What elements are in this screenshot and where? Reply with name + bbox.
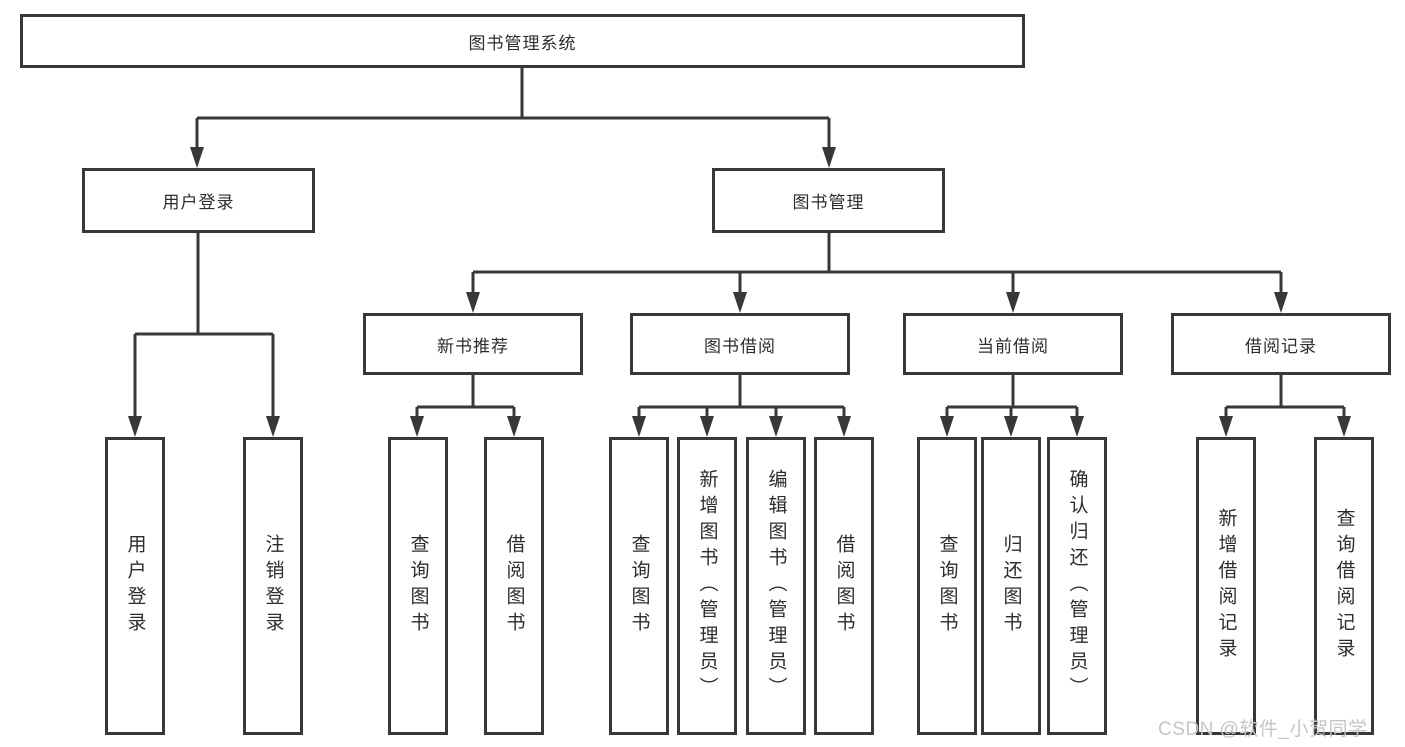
node-user-login-module: 用户登录 (82, 168, 315, 233)
leaf-add-borrow-record-label: 新增借阅记录 (1215, 508, 1237, 664)
leaf-borrow-books-label: 借阅图书 (503, 534, 525, 638)
leaf-return-books-label: 归还图书 (1000, 534, 1022, 638)
leaf-return-books: 归还图书 (981, 437, 1041, 735)
leaf-query-borrow-record: 查询借阅记录 (1314, 437, 1374, 735)
leaf-query-books-label: 查询图书 (936, 534, 958, 638)
leaf-add-borrow-record: 新增借阅记录 (1196, 437, 1256, 735)
node-root-system: 图书管理系统 (20, 14, 1025, 68)
leaf-user-login: 用户登录 (105, 437, 165, 735)
node-book-management-label: 图书管理 (792, 193, 865, 212)
node-book-management-module: 图书管理 (712, 168, 945, 233)
leaf-query-books-label: 查询图书 (407, 534, 429, 638)
leaf-borrow-books: 借阅图书 (814, 437, 874, 735)
node-user-login-label: 用户登录 (162, 193, 235, 212)
node-borrowing-records: 借阅记录 (1171, 313, 1391, 375)
leaf-user-login-label: 用户登录 (124, 534, 146, 638)
leaf-query-books: 查询图书 (917, 437, 977, 735)
leaf-add-books-admin: 新增图书（管理员） (677, 437, 737, 735)
leaf-borrow-books-label: 借阅图书 (833, 534, 855, 638)
node-book-borrowing: 图书借阅 (630, 313, 850, 375)
node-current-borrowing: 当前借阅 (903, 313, 1123, 375)
csdn-watermark: CSDN @软件_小贺同学 (1158, 719, 1368, 740)
node-book-borrowing-label: 图书借阅 (704, 336, 776, 356)
node-root-label: 图书管理系统 (468, 33, 577, 53)
node-new-book-recommend-label: 新书推荐 (437, 336, 509, 356)
leaf-logout: 注销登录 (243, 437, 303, 735)
node-borrowing-records-label: 借阅记录 (1245, 336, 1317, 356)
leaf-edit-books-admin-label: 编辑图书（管理员） (765, 469, 787, 703)
leaf-query-books-label: 查询图书 (628, 534, 650, 638)
node-new-book-recommend: 新书推荐 (363, 313, 583, 375)
leaf-confirm-return-admin-label: 确认归还（管理员） (1066, 469, 1088, 703)
leaf-confirm-return-admin: 确认归还（管理员） (1047, 437, 1107, 735)
leaf-logout-label: 注销登录 (262, 534, 284, 638)
leaf-query-books: 查询图书 (609, 437, 669, 735)
node-current-borrowing-label: 当前借阅 (977, 336, 1049, 356)
leaf-add-books-admin-label: 新增图书（管理员） (696, 469, 718, 703)
leaf-query-borrow-record-label: 查询借阅记录 (1333, 508, 1355, 664)
leaf-query-books: 查询图书 (388, 437, 448, 735)
leaf-edit-books-admin: 编辑图书（管理员） (746, 437, 806, 735)
leaf-borrow-books: 借阅图书 (484, 437, 544, 735)
